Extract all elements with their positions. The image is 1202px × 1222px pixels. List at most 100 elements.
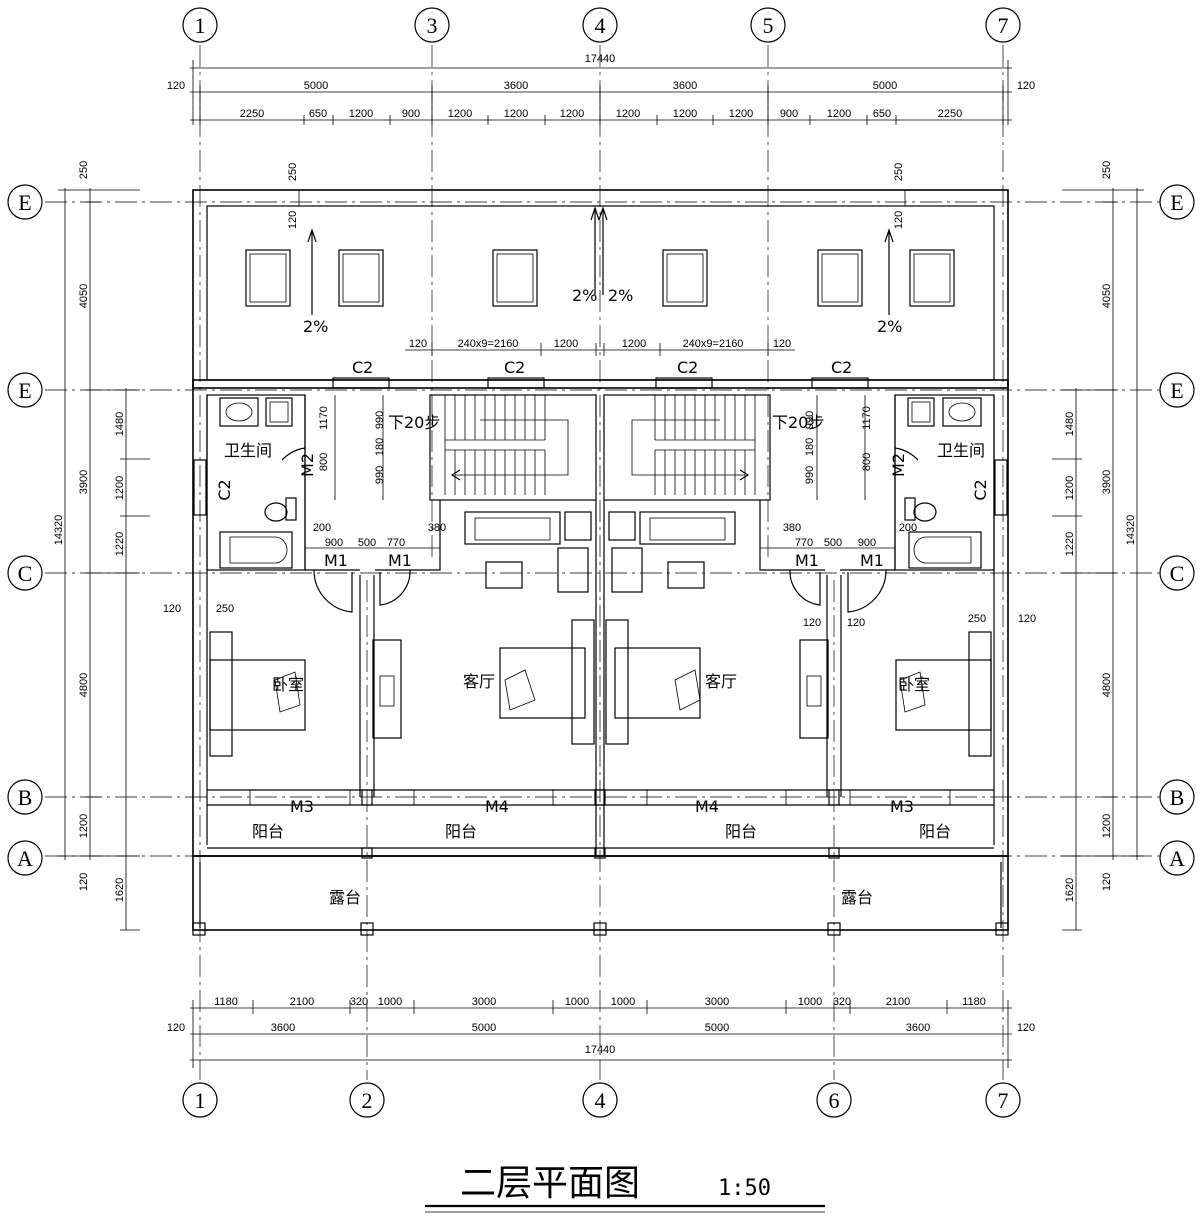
svg-text:1170: 1170 [861, 406, 873, 430]
svg-text:380: 380 [428, 522, 446, 534]
svg-text:650: 650 [309, 108, 327, 120]
slope-label: 2% [303, 317, 328, 336]
svg-text:250: 250 [287, 163, 299, 181]
svg-text:1180: 1180 [214, 996, 238, 1008]
svg-text:3900: 3900 [1101, 470, 1113, 494]
svg-text:120: 120 [409, 338, 427, 350]
svg-text:1000: 1000 [798, 996, 822, 1008]
axis-bubbles-left: E E C B A [7, 184, 43, 876]
drawing-title: 二层平面图 1:50 [425, 1163, 825, 1213]
svg-text:120: 120 [893, 211, 905, 229]
svg-text:4050: 4050 [78, 284, 90, 308]
svg-text:1620: 1620 [1064, 878, 1076, 902]
room-label-terrace: 露台 [841, 888, 873, 907]
svg-text:120: 120 [163, 603, 181, 615]
svg-text:250: 250 [1101, 161, 1113, 179]
axis-bubble-c-left: C [7, 555, 43, 591]
svg-text:A: A [17, 846, 33, 871]
axis-bubble-3-top: 3 [414, 7, 450, 43]
svg-text:B: B [1170, 785, 1185, 810]
svg-text:1: 1 [195, 1088, 206, 1113]
svg-text:2250: 2250 [240, 108, 264, 120]
svg-text:320: 320 [350, 996, 368, 1008]
svg-text:1200: 1200 [349, 108, 373, 120]
slope-label: 2% [572, 286, 597, 305]
bathroom-fixtures-right [904, 397, 982, 569]
svg-text:320: 320 [833, 996, 851, 1008]
door-label: M1 [795, 551, 819, 570]
svg-text:1200: 1200 [504, 108, 528, 120]
stair-label: 下20步 [772, 413, 824, 432]
dim-bottom-total: 17440 [585, 1044, 616, 1056]
door-swings [281, 447, 919, 613]
svg-text:770: 770 [387, 537, 405, 549]
svg-text:3600: 3600 [271, 1022, 295, 1034]
svg-text:180: 180 [804, 438, 816, 456]
stair-dimensions: 120 240x9=2160 1200 1200 240x9=2160 120 [405, 338, 795, 356]
svg-text:1200: 1200 [448, 108, 472, 120]
axis-bubble-a-left: A [7, 840, 43, 876]
svg-text:2100: 2100 [886, 996, 910, 1008]
svg-text:3000: 3000 [705, 996, 729, 1008]
svg-text:120: 120 [167, 80, 185, 92]
svg-text:180: 180 [374, 438, 386, 456]
svg-text:E: E [18, 190, 31, 215]
svg-text:1200: 1200 [560, 108, 584, 120]
dimensions-top: 17440 120 5000 3600 3600 5000 120 2250 6… [167, 53, 1035, 125]
svg-text:500: 500 [358, 537, 376, 549]
room-label-bedroom: 卧室 [898, 675, 930, 694]
svg-text:990: 990 [374, 411, 386, 429]
svg-text:1200: 1200 [622, 338, 646, 350]
dimensions-left: 14320 250 4050 3900 4800 1200 120 1480 1… [53, 161, 150, 931]
svg-text:3600: 3600 [673, 80, 697, 92]
svg-text:7: 7 [998, 1088, 1009, 1113]
svg-text:250: 250 [78, 161, 90, 179]
door-label: M3 [890, 797, 914, 816]
axis-bubbles-right: E E C B A [1159, 184, 1195, 876]
svg-text:3: 3 [427, 13, 438, 38]
svg-text:14320: 14320 [53, 515, 65, 546]
svg-text:250: 250 [216, 603, 234, 615]
door-label: M2 [298, 453, 317, 477]
bedroom-dims: 120 250 120 120 250 120 [163, 603, 1036, 629]
svg-text:1200: 1200 [554, 338, 578, 350]
svg-text:1220: 1220 [1064, 532, 1076, 556]
svg-text:900: 900 [858, 537, 876, 549]
axis-bubble-a-right: A [1159, 840, 1195, 876]
svg-text:120: 120 [803, 617, 821, 629]
svg-text:990: 990 [804, 466, 816, 484]
hall-dims: 1170 990 180 800 990 180 990 990 180 800… [318, 395, 873, 500]
axis-bubble-e-top-right: E [1159, 184, 1195, 220]
svg-text:4050: 4050 [1101, 284, 1113, 308]
svg-text:1200: 1200 [616, 108, 640, 120]
room-label-balcony: 阳台 [445, 822, 477, 841]
stairs-left [444, 395, 569, 495]
svg-text:990: 990 [374, 466, 386, 484]
svg-text:380: 380 [783, 522, 801, 534]
window-label: C2 [504, 358, 525, 377]
svg-text:1180: 1180 [962, 996, 986, 1008]
bedroom-furniture-left [209, 631, 306, 757]
svg-text:1220: 1220 [114, 532, 126, 556]
door-label: M1 [324, 551, 348, 570]
svg-text:1000: 1000 [378, 996, 402, 1008]
bathroom-fixtures-left [219, 397, 297, 569]
svg-text:A: A [1169, 846, 1185, 871]
axis-bubble-2-bottom: 2 [349, 1082, 385, 1118]
svg-text:5000: 5000 [304, 80, 328, 92]
svg-text:120: 120 [1101, 873, 1113, 891]
axis-bubble-b-left: B [7, 779, 43, 815]
svg-text:2100: 2100 [290, 996, 314, 1008]
axis-bubble-6-bottom: 6 [816, 1082, 852, 1118]
svg-text:C: C [1170, 561, 1185, 586]
dimensions-bottom: 1180 2100 320 1000 3000 1000 1000 3000 1… [167, 996, 1035, 1068]
door-label: M1 [860, 551, 884, 570]
axis-bubble-1-top: 1 [182, 7, 218, 43]
axis-bubble-b-right: B [1159, 779, 1195, 815]
svg-text:120: 120 [773, 338, 791, 350]
svg-text:1480: 1480 [114, 412, 126, 436]
svg-text:7: 7 [998, 13, 1009, 38]
window-label: C2 [677, 358, 698, 377]
roof-area: 2% 2% 2% 2% 250 120 250 120 [192, 163, 1009, 389]
